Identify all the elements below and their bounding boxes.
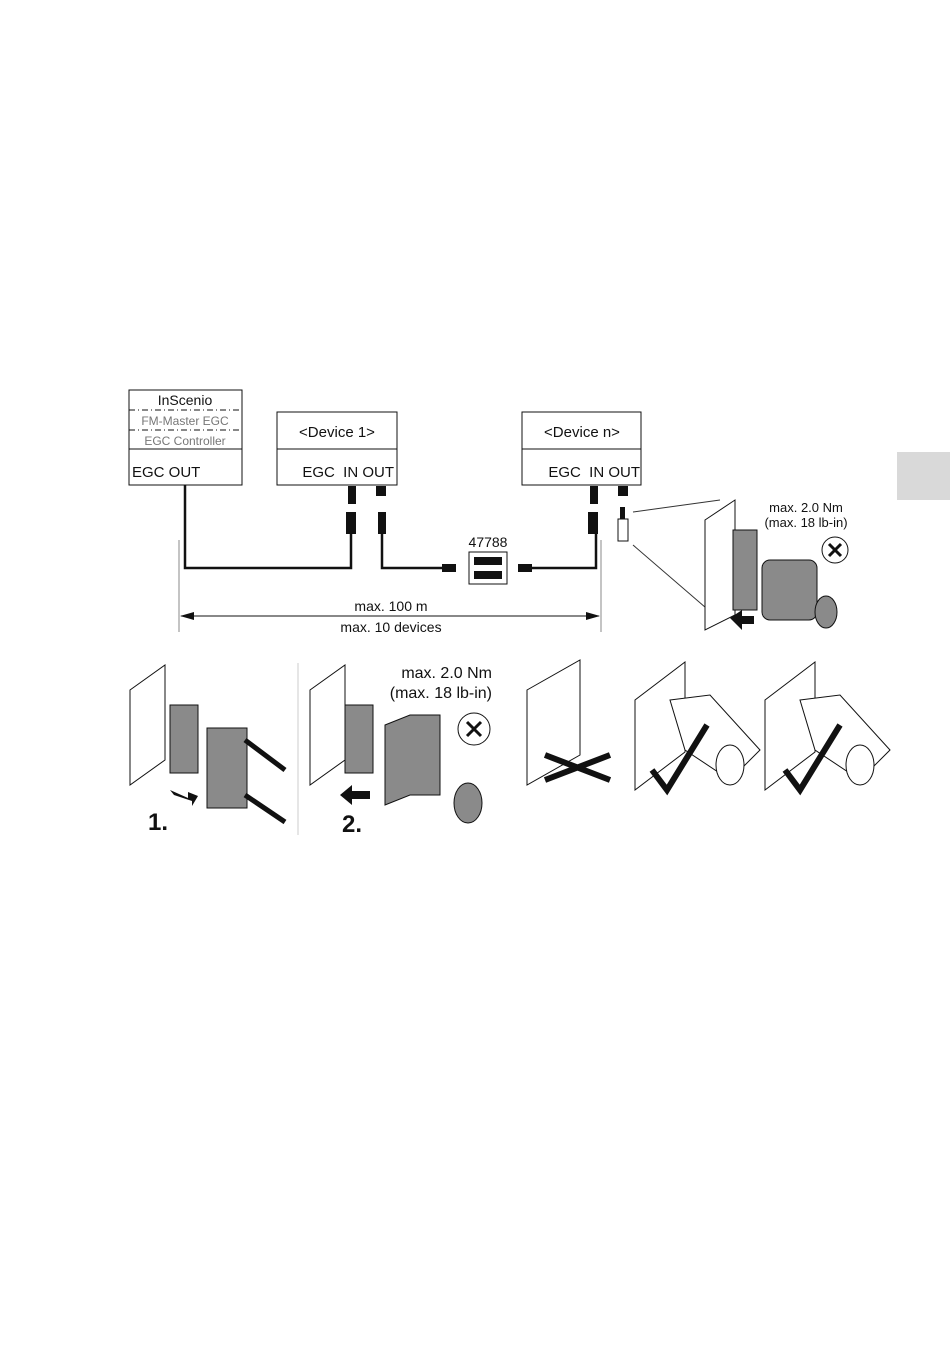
controller-title: InScenio	[158, 392, 213, 408]
controller-port-label: EGC OUT	[132, 464, 200, 481]
torque-value: max. 2.0 Nm	[401, 665, 492, 682]
cables	[183, 485, 598, 570]
checkmark-icon	[782, 723, 843, 796]
step-2-attach: 2. max. 2.0 Nm (max. 18 lb-in)	[309, 664, 492, 838]
torque-value-imperial: (max. 18 lb-in)	[390, 685, 492, 702]
span-dimension: max. 100 m max. 10 devices	[178, 540, 602, 635]
pull-arrow-icon	[170, 790, 198, 806]
section-tab	[897, 452, 950, 500]
span-devices: max. 10 devices	[340, 619, 441, 635]
terminator-detail: max. 2.0 Nm (max. 18 lb-in)	[632, 499, 849, 631]
device-1-box: <Device 1> EGC IN OUT	[276, 411, 398, 486]
device-1-ports: EGC IN OUT	[302, 464, 394, 481]
wrong-installation	[526, 659, 612, 786]
coupler-47788: 47788	[468, 534, 508, 585]
device-n-title: <Device n>	[544, 424, 620, 441]
device-n-box: <Device n> EGC IN OUT	[521, 411, 642, 486]
checkmark-icon	[649, 723, 710, 796]
step-1-remove: 1.	[129, 664, 287, 836]
correct-installation-2	[764, 660, 891, 796]
terminator-torque-imperial: (max. 18 lb-in)	[764, 515, 847, 530]
device-n-ports: EGC IN OUT	[548, 464, 640, 481]
device-1-title: <Device 1>	[299, 424, 375, 441]
cross-icon	[543, 752, 612, 783]
phillips-screwdriver-icon	[821, 536, 849, 564]
push-arrow-icon	[730, 610, 754, 630]
controller-type: EGC Controller	[144, 434, 225, 448]
controller-subtitle: FM-Master EGC	[141, 414, 229, 428]
connectors	[346, 486, 629, 572]
push-arrow-icon	[340, 785, 370, 805]
step-1-label: 1.	[148, 809, 168, 836]
step-2-label: 2.	[342, 811, 362, 838]
coupler-label: 47788	[469, 534, 508, 550]
correct-installation-1	[634, 660, 761, 796]
controller-box: InScenio FM-Master EGC EGC Controller EG…	[128, 389, 243, 486]
span-length: max. 100 m	[354, 598, 427, 614]
terminator-torque: max. 2.0 Nm	[769, 500, 843, 515]
phillips-screwdriver-icon	[457, 712, 491, 746]
